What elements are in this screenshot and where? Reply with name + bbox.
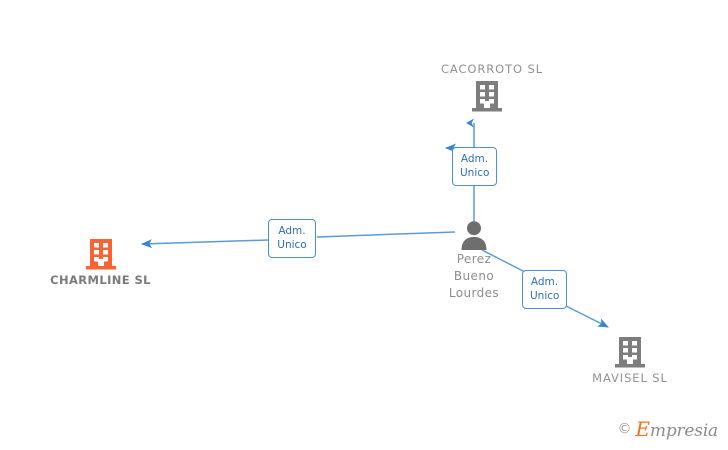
node-person[interactable]: Perez Bueno Lourdes [424, 220, 524, 301]
edge-label-line-2: Unico [460, 167, 490, 179]
person-icon[interactable] [424, 220, 524, 250]
person-name-line-2: Bueno [453, 269, 495, 283]
edge-line-person-to-label-charmline [316, 231, 456, 238]
edge-line-person-to-label-mavisel [481, 249, 526, 273]
node-label-cacorroto: CACORROTO SL [441, 62, 544, 76]
node-cacorroto[interactable]: CACORROTO SL [441, 62, 544, 112]
node-mavisel[interactable]: MAVISEL SL [584, 336, 676, 385]
edge-label-line-1: Adm. [278, 225, 306, 237]
brand-rest: mpresia [649, 421, 718, 441]
watermark-empresia: © Empresia [618, 417, 719, 441]
building-icon[interactable] [47, 238, 154, 270]
edge-line-label-to-charmline [141, 239, 269, 249]
node-label-mavisel: MAVISEL SL [592, 371, 668, 385]
building-icon[interactable] [441, 80, 533, 112]
edge-label-charmline[interactable]: Adm. Unico [268, 219, 316, 258]
node-charmline[interactable]: CHARMLINE SL [47, 238, 154, 287]
edge-label-line-1: Adm. [460, 153, 489, 165]
edge-label-cacorroto[interactable]: Adm. Unico [452, 147, 497, 186]
person-name-line-1: Perez [456, 252, 492, 266]
person-name-line-3: Lourdes [448, 286, 500, 300]
edge-label-mavisel[interactable]: Adm. Unico [522, 270, 567, 309]
edge-label-line-2: Unico [530, 290, 560, 302]
copyright-symbol: © [617, 421, 632, 437]
edge-label-line-1: Adm. [530, 276, 559, 288]
building-icon[interactable] [584, 336, 676, 368]
node-label-charmline: CHARMLINE SL [50, 273, 151, 287]
edge-line-label-to-mavisel [561, 303, 609, 328]
brand-wordmark: Empresia [636, 417, 719, 441]
brand-initial: E [635, 417, 651, 441]
edge-label-line-2: Unico [277, 239, 307, 251]
